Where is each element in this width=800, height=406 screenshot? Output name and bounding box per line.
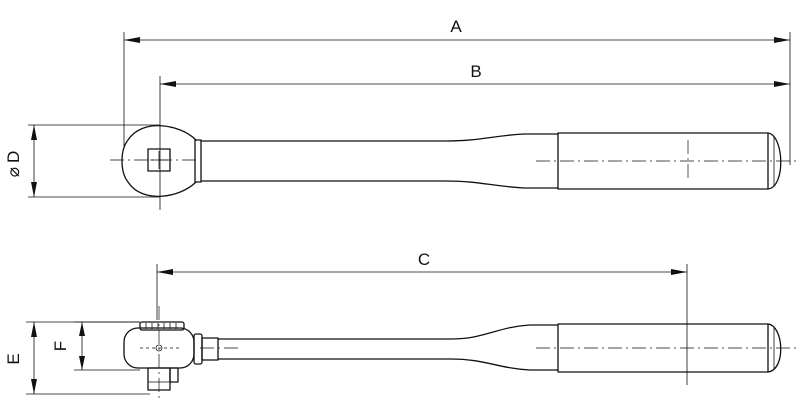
arrow-c-left bbox=[157, 269, 173, 275]
arrow-e-top bbox=[31, 322, 37, 337]
head-top-cap bbox=[139, 321, 185, 331]
shaft-side-bottom-edge bbox=[217, 358, 559, 371]
head-collar bbox=[194, 139, 202, 183]
handle-grip-side bbox=[557, 323, 769, 373]
arrow-a-left bbox=[124, 37, 140, 43]
arrow-d-top bbox=[31, 125, 37, 140]
label-d: ⌀D bbox=[4, 151, 23, 178]
label-c: C bbox=[418, 250, 430, 269]
head-pivot bbox=[155, 344, 163, 352]
release-button bbox=[169, 367, 179, 383]
label-e: E bbox=[4, 353, 23, 364]
arrow-f-bottom bbox=[79, 356, 85, 370]
side-view: C E F bbox=[4, 250, 796, 400]
ratchet-head-outline bbox=[121, 125, 197, 197]
label-f: F bbox=[51, 341, 70, 351]
arrow-d-bottom bbox=[31, 182, 37, 197]
head-collar-side bbox=[193, 333, 203, 365]
arrow-b-right bbox=[774, 81, 790, 87]
top-view: A B ⌀D bbox=[4, 17, 796, 210]
label-a: A bbox=[450, 17, 462, 36]
label-b: B bbox=[470, 62, 481, 81]
handle-grip bbox=[557, 132, 769, 190]
shaft-side-top-edge bbox=[217, 324, 559, 340]
arrow-e-bottom bbox=[31, 379, 37, 394]
arrow-c-right bbox=[671, 269, 687, 275]
arrow-f-top bbox=[79, 322, 85, 336]
arrow-a-right bbox=[774, 37, 790, 43]
shaft-bottom-edge bbox=[200, 180, 559, 189]
shaft-top-edge bbox=[200, 133, 559, 142]
arrow-b-left bbox=[160, 81, 176, 87]
collar-ring-side bbox=[201, 337, 219, 361]
